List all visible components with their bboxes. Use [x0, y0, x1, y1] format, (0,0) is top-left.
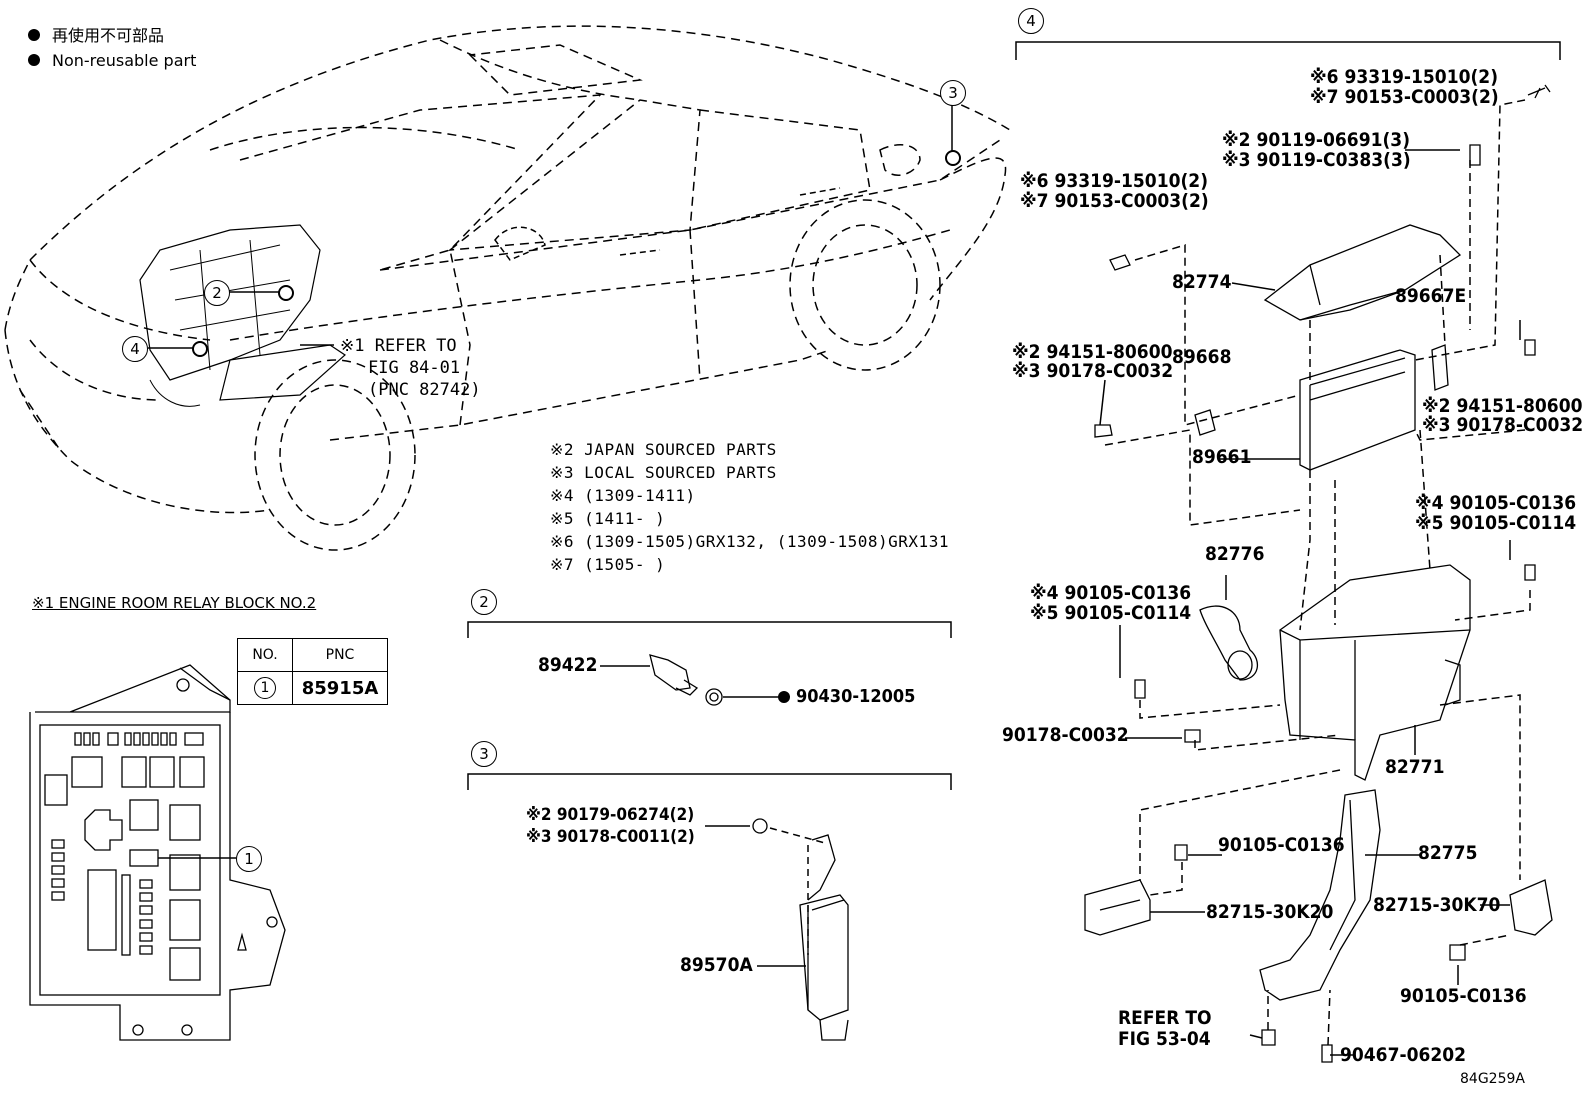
leader-lines: [1099, 149, 1521, 1056]
note-5: ※5 (1411- ): [550, 509, 666, 528]
car-refer-line1: ※1 REFER TO: [340, 336, 457, 356]
relay-pnc-table: NO. PNC 1 85915A: [237, 638, 388, 705]
refer-to-line2: FIG 53-04: [1118, 1028, 1211, 1050]
table-header-no: NO.: [237, 638, 293, 672]
callout-4: 4: [122, 336, 148, 362]
table-header-pnc: PNC: [292, 638, 388, 672]
part-90430-label: 90430-12005: [796, 686, 916, 707]
nut-90178-label: 90178-C0032: [1002, 724, 1129, 746]
part-82771-label: 82771: [1385, 756, 1445, 778]
left-nut-label-2: ※3 90178-C0032: [1012, 360, 1174, 382]
part-82776-label: 82776: [1205, 543, 1265, 565]
legend-dot: [28, 54, 40, 66]
location-marker: [945, 150, 961, 166]
note-7: ※7 (1505- ): [550, 555, 666, 574]
table-cell-pnc: 85915A: [292, 671, 388, 705]
right-nut-label-1: ※2 94151-80600: [1422, 395, 1583, 417]
callout-1: 1: [236, 846, 262, 872]
bolt-06691-label-1: ※2 90119-06691(3): [1222, 129, 1411, 151]
note-6: ※6 (1309-1505)GRX132, (1309-1508)GRX131: [550, 532, 949, 551]
part-89422-sensor: [649, 654, 723, 706]
part-82775-label: 82775: [1418, 842, 1478, 864]
figure-code: 84G259A: [1460, 1071, 1525, 1087]
part-82715-30K20-label: 82715-30K20: [1206, 901, 1334, 923]
section-4-bracket: [1015, 41, 1561, 60]
section-3-callout: 3: [471, 741, 497, 767]
mid-bolt-label-2: ※5 90105-C0114: [1030, 602, 1192, 624]
top-bolt-label-1: ※6 93319-15010(2): [1310, 66, 1499, 88]
car-refer-line2: FIG 84-01: [368, 358, 461, 378]
part-89668-label: 89668: [1172, 346, 1232, 368]
mid-bolt-label-1: ※4 90105-C0136: [1030, 582, 1192, 604]
callout-3: 3: [940, 80, 966, 106]
right-bolt-label-2: ※5 90105-C0114: [1415, 512, 1577, 534]
bolt-90178-label: ※3 90178-C0011(2): [526, 827, 695, 847]
part-89422-label: 89422: [538, 654, 598, 676]
dashed-guides: [1104, 99, 1531, 1046]
left-nut-label-1: ※2 94151-80600: [1012, 341, 1173, 363]
bolt-90179-label: ※2 90179-06274(2): [526, 805, 695, 825]
non-reusable-dot: [778, 691, 790, 703]
car-refer-line3: (PNC 82742): [368, 380, 481, 400]
legend-label-en: Non-reusable part: [52, 51, 197, 70]
left-bolt-label-2: ※7 90153-C0003(2): [1020, 190, 1209, 212]
relay-block-illustration: [29, 664, 286, 1041]
right-bolt-label-1: ※4 90105-C0136: [1415, 492, 1577, 514]
bolt-06691-label-2: ※3 90119-C0383(3): [1222, 149, 1411, 171]
note-3: ※3 LOCAL SOURCED PARTS: [550, 463, 777, 482]
part-90467-label: 90467-06202: [1340, 1044, 1467, 1066]
part-89667E-label: 89667E: [1395, 285, 1467, 307]
relay-block-heading: ※1 ENGINE ROOM RELAY BLOCK NO.2: [32, 594, 317, 612]
legend-dot: [28, 29, 40, 41]
note-4: ※4 (1309-1411): [550, 486, 696, 505]
refer-to-line1: REFER TO: [1118, 1007, 1212, 1029]
left-bolt-label-1: ※6 93319-15010(2): [1020, 170, 1209, 192]
right-nut-label-2: ※3 90178-C0032: [1422, 414, 1584, 436]
part-82774-label: 82774: [1172, 271, 1232, 293]
part-82715-30K70-label: 82715-30K70: [1373, 894, 1501, 916]
bolt-90105-a-label: 90105-C0136: [1218, 834, 1345, 856]
table-cell-no: 1: [237, 671, 293, 705]
section-2-callout: 2: [471, 589, 497, 615]
bolt-90105-b-label: 90105-C0136: [1400, 985, 1527, 1007]
section-4-callout: 4: [1018, 8, 1044, 34]
section-2-bracket: [467, 621, 952, 638]
section-3-bracket: [467, 773, 952, 790]
part-89661-label: 89661: [1192, 446, 1252, 468]
location-marker: [192, 341, 208, 357]
callout-2: 2: [204, 280, 230, 306]
legend-label-jp: 再使用不可部品: [52, 26, 165, 45]
part-89570A-label: 89570A: [680, 954, 753, 976]
car-illustration: [4, 25, 1011, 551]
top-bolt-label-2: ※7 90153-C0003(2): [1310, 86, 1499, 108]
dashed-guide: [769, 827, 826, 844]
note-2: ※2 JAPAN SOURCED PARTS: [550, 440, 777, 459]
part-89570A-module: [752, 818, 849, 1041]
location-marker: [278, 285, 294, 301]
